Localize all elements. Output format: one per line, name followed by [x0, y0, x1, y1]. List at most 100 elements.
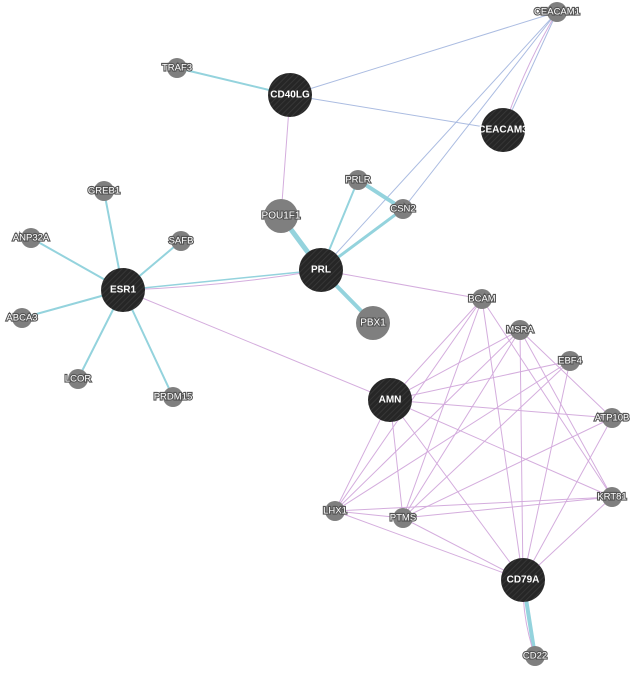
node-circle-greb1[interactable]	[94, 181, 114, 201]
node-pbx1[interactable]: PBX1	[356, 306, 390, 340]
node-csn2[interactable]: CSN2	[389, 199, 417, 219]
edge-msra-atp10b	[519, 329, 613, 419]
node-circle-pou1f1[interactable]	[264, 199, 298, 233]
node-cd79a[interactable]: CD79A	[501, 558, 545, 602]
node-label-traf3: TRAF3	[162, 63, 192, 74]
edge-cd40lg-ceacam3	[289, 94, 504, 131]
node-esr1[interactable]: ESR1	[101, 268, 145, 312]
node-label-greb1: GREB1	[88, 186, 120, 197]
node-circle-prdm15[interactable]	[163, 387, 183, 407]
node-lcor[interactable]: LCOR	[64, 369, 92, 389]
edge-esr1-prl	[122, 269, 322, 291]
node-label-prlr: PRLR	[345, 175, 370, 186]
node-circle-ptms[interactable]	[393, 508, 413, 528]
edge-amn-cd79a	[389, 399, 524, 581]
edge-ceacam1-prl	[320, 11, 558, 271]
node-label-safb: SAFB	[169, 236, 194, 247]
edge-amn-krt81	[389, 399, 613, 498]
node-krt81[interactable]: KRT81	[596, 487, 628, 507]
edge-cd40lg-ceacam1	[289, 11, 558, 96]
node-circle-msra[interactable]	[510, 320, 530, 340]
node-circle-lcor[interactable]	[68, 369, 88, 389]
edge-bcam-cd79a	[481, 298, 524, 581]
node-label-prl: PRL	[311, 265, 331, 276]
node-cd40lg[interactable]: CD40LG	[268, 73, 312, 117]
edge-msra-lhx1	[334, 329, 521, 512]
node-circle-bcam[interactable]	[472, 289, 492, 309]
node-circle-atp10b[interactable]	[602, 408, 622, 428]
node-lhx1[interactable]: LHX1	[322, 501, 348, 521]
edge-msra-krt81	[519, 329, 613, 498]
node-circle-pbx1[interactable]	[356, 306, 390, 340]
node-label-krt81: KRT81	[597, 492, 626, 503]
node-circle-abca3[interactable]	[12, 308, 32, 328]
node-ebf4[interactable]: EBF4	[557, 351, 583, 371]
node-cd22[interactable]: CD22	[522, 646, 548, 666]
node-ceacam3[interactable]: CEACAM3	[478, 108, 528, 152]
node-pou1f1[interactable]: POU1F1	[260, 199, 302, 233]
node-label-msra: MSRA	[506, 325, 534, 336]
node-msra[interactable]: MSRA	[505, 320, 535, 340]
edge-bcam-ptms	[402, 298, 483, 519]
node-label-cd40lg: CD40LG	[270, 90, 310, 101]
edge-ebf4-amn	[389, 360, 571, 401]
node-circle-cd22[interactable]	[525, 646, 545, 666]
edge-atp10b-ptms	[402, 417, 613, 519]
node-prdm15[interactable]: PRDM15	[153, 387, 193, 407]
edge-lhx1-cd79a	[334, 510, 524, 581]
node-label-bcam: BCAM	[468, 294, 496, 305]
node-circle-ebf4[interactable]	[560, 351, 580, 371]
node-circle-csn2[interactable]	[393, 199, 413, 219]
node-circle-cd40lg[interactable]	[268, 73, 312, 117]
node-bcam[interactable]: BCAM	[467, 289, 497, 309]
edge-ptms-krt81	[402, 496, 613, 519]
edge-msra-ptms	[402, 329, 521, 519]
node-label-ebf4: EBF4	[558, 356, 582, 367]
node-label-csn2: CSN2	[390, 204, 415, 215]
node-atp10b[interactable]: ATP10B	[594, 408, 630, 428]
edge-bcam-amn	[389, 298, 483, 401]
node-traf3[interactable]: TRAF3	[161, 58, 193, 78]
node-abca3[interactable]: ABCA3	[5, 308, 39, 328]
node-circle-cd79a[interactable]	[501, 558, 545, 602]
node-label-amn: AMN	[379, 395, 402, 406]
edge-prl-bcam	[320, 269, 483, 300]
node-circle-ceacam1[interactable]	[547, 2, 567, 22]
node-label-atp10b: ATP10B	[595, 413, 630, 424]
node-circle-anp32a[interactable]	[21, 228, 41, 248]
edge-msra-cd79a	[519, 329, 524, 581]
node-label-lhx1: LHX1	[323, 506, 347, 517]
node-circle-lhx1[interactable]	[325, 501, 345, 521]
node-ptms[interactable]: PTMS	[389, 508, 417, 528]
node-label-cd22: CD22	[523, 651, 547, 662]
edge-esr1-prl	[122, 269, 322, 291]
node-circle-amn[interactable]	[368, 378, 412, 422]
edge-ebf4-cd79a	[522, 360, 571, 581]
node-label-cd79a: CD79A	[507, 575, 540, 586]
node-anp32a[interactable]: ANP32A	[12, 228, 51, 248]
node-safb[interactable]: SAFB	[167, 231, 195, 251]
node-greb1[interactable]: GREB1	[87, 181, 121, 201]
node-label-abca3: ABCA3	[6, 313, 37, 324]
node-amn[interactable]: AMN	[368, 378, 412, 422]
node-circle-esr1[interactable]	[101, 268, 145, 312]
node-ceacam1[interactable]: CEACAM1	[533, 2, 581, 22]
node-circle-prlr[interactable]	[348, 170, 368, 190]
node-prlr[interactable]: PRLR	[344, 170, 372, 190]
edge-ptms-cd79a	[402, 517, 524, 581]
node-label-lcor: LCOR	[65, 374, 92, 385]
node-label-prdm15: PRDM15	[154, 392, 193, 403]
edge-msra-amn	[389, 329, 521, 401]
edge-lhx1-krt81	[334, 496, 613, 512]
edge-lhx1-ptms	[334, 510, 404, 519]
node-circle-ceacam3[interactable]	[481, 108, 525, 152]
node-prl[interactable]: PRL	[299, 248, 343, 292]
node-label-ceacam1: CEACAM1	[534, 7, 580, 18]
node-circle-krt81[interactable]	[602, 487, 622, 507]
node-circle-traf3[interactable]	[167, 58, 187, 78]
node-circle-safb[interactable]	[171, 231, 191, 251]
node-circle-prl[interactable]	[299, 248, 343, 292]
edge-atp10b-amn	[389, 399, 613, 419]
